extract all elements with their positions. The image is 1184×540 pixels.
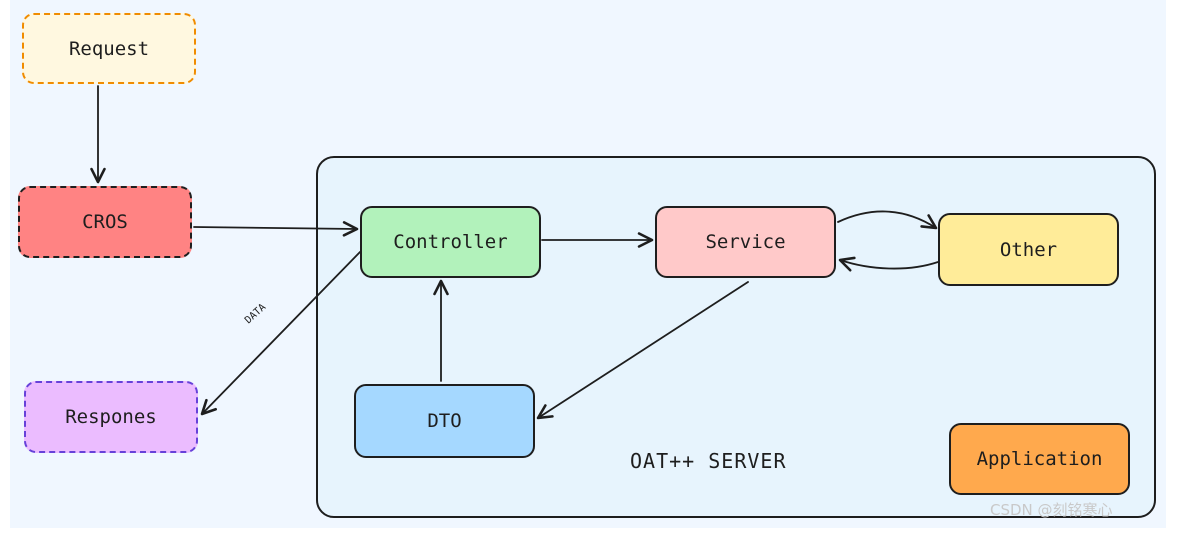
container-label: OAT++ SERVER (630, 449, 787, 473)
node-other-label: Other (999, 238, 1058, 261)
node-application: Application (949, 423, 1130, 495)
node-dto-label: DTO (427, 410, 462, 432)
arrow-controller-to-respones (200, 251, 361, 416)
arrow-service-to-dto (536, 281, 749, 420)
arrow-service-to-other (837, 210, 938, 230)
arrow-other-to-service (838, 256, 939, 272)
node-respones-label: Respones (65, 406, 157, 428)
node-other: Other (938, 213, 1119, 286)
node-dto: DTO (354, 384, 535, 458)
node-controller-label: Controller (393, 231, 508, 253)
node-service-label: Service (705, 231, 786, 253)
node-cros-label: CROS (82, 211, 128, 233)
node-cros: CROS (18, 186, 192, 258)
node-service: Service (655, 206, 836, 278)
node-request-label: Request (68, 37, 150, 60)
arrow-cros-to-controller (193, 221, 359, 237)
node-request: Request (22, 13, 196, 84)
node-application-label: Application (976, 448, 1103, 470)
node-controller: Controller (360, 206, 541, 278)
watermark: CSDN @刻铭寒心 (990, 501, 1113, 519)
node-respones: Respones (24, 381, 198, 453)
